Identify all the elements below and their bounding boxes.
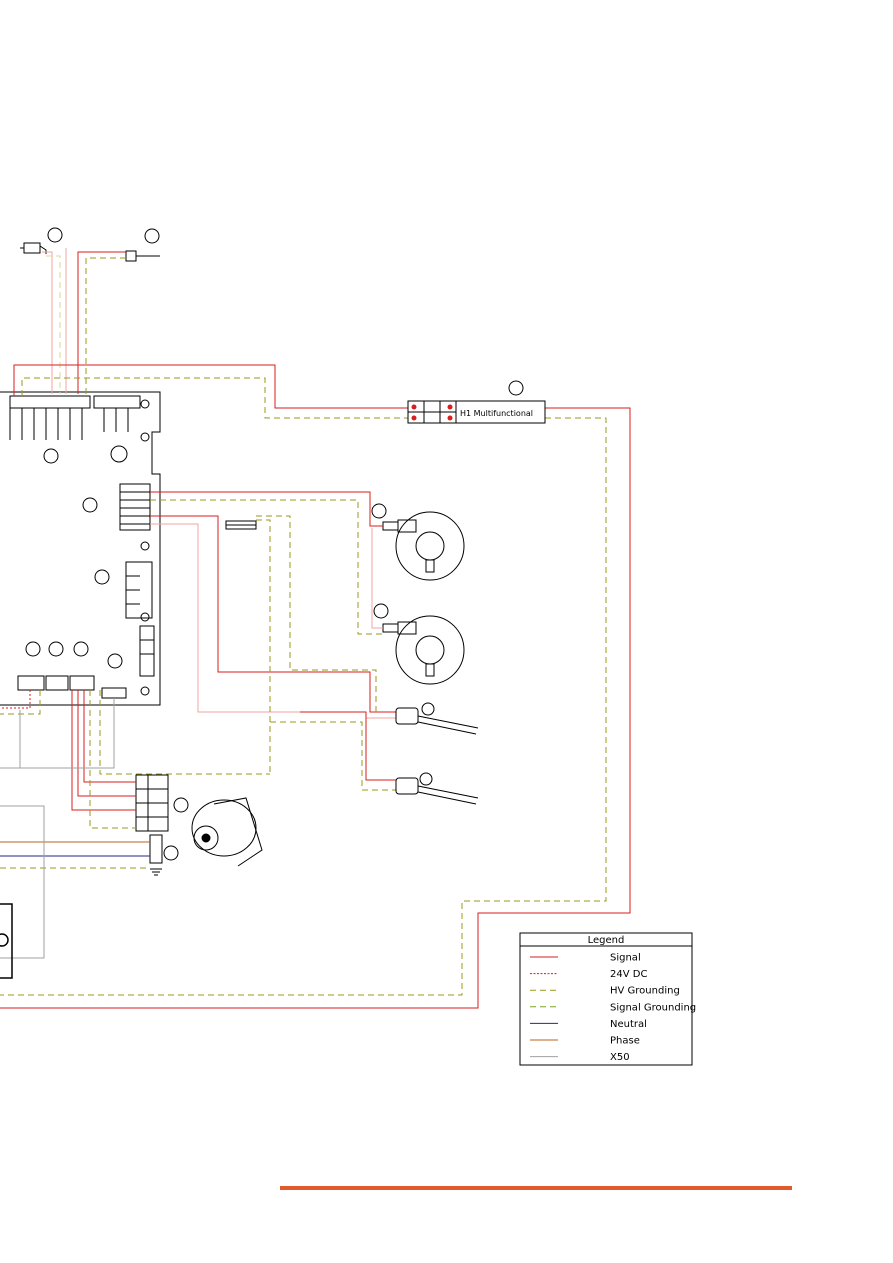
temperature-sensor-icon — [125, 228, 160, 262]
control-board — [0, 391, 161, 706]
legend-item-label: X50 — [610, 1052, 630, 1063]
legend-item-label: Phase — [610, 1036, 640, 1047]
h1-harness — [0, 364, 631, 1009]
legend-item-label: Signal Grounding — [610, 1002, 696, 1013]
side-device — [0, 903, 13, 979]
ground-symbol-icon — [150, 868, 162, 876]
legend-title: Legend — [588, 935, 625, 946]
legend-item-label: Signal — [610, 953, 641, 964]
ntc-sensor-wires — [150, 515, 396, 791]
h1-terminal-label: H1 Multifunctional — [460, 409, 533, 418]
legend-item-label: HV Grounding — [610, 986, 680, 997]
ntc-sensor-icon — [395, 702, 479, 735]
top-sensor-wires — [42, 248, 126, 394]
h1-terminal-block: H1 Multifunctional — [407, 380, 546, 424]
pressure-switch-wires — [150, 491, 383, 635]
sensor-probe-icon — [20, 227, 63, 254]
ntc-sensor-icon — [395, 772, 479, 805]
pressure-switch-icon — [373, 603, 465, 685]
legend-item-label: 24V DC — [610, 969, 647, 980]
pressure-switch-icon — [371, 503, 465, 581]
fan-harness — [0, 690, 270, 959]
inline-connector — [225, 520, 257, 530]
legend-item-label: Neutral — [610, 1019, 647, 1030]
fan-connector — [135, 774, 189, 864]
fan-blower-icon — [191, 797, 263, 867]
footer-bar — [280, 1186, 792, 1190]
